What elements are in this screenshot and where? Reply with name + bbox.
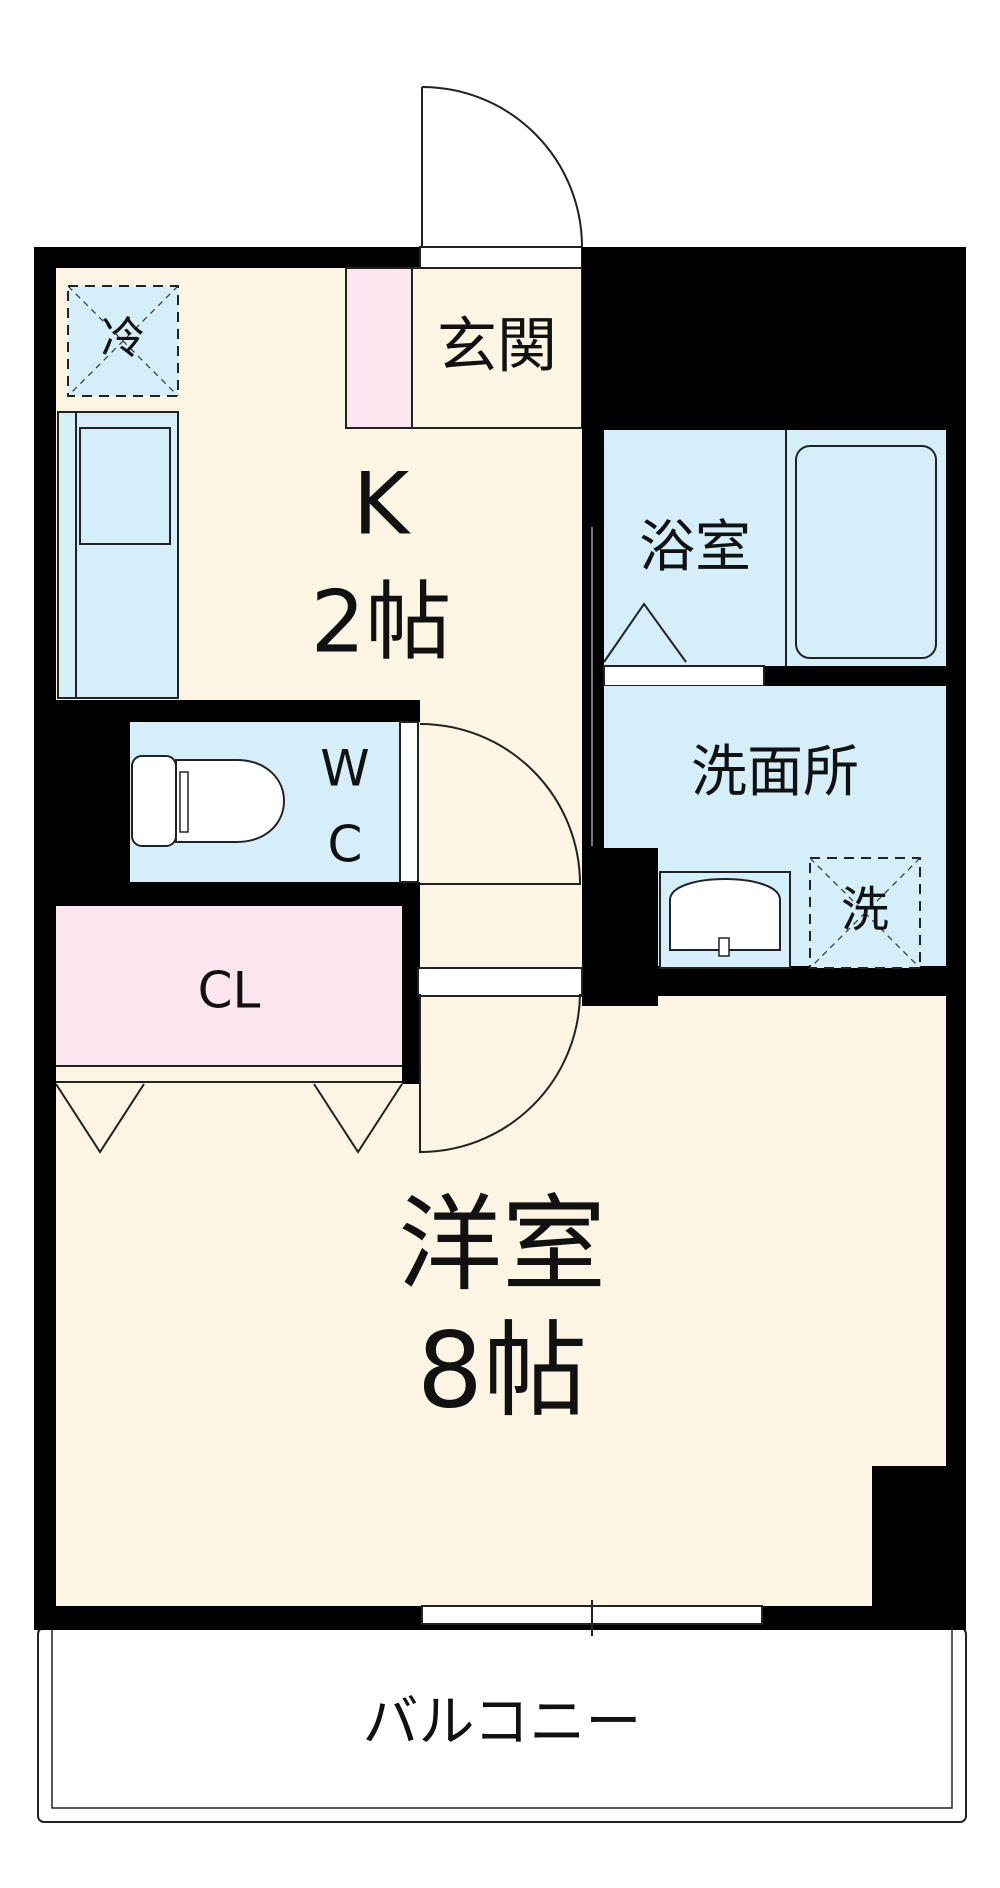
western-floor: [56, 990, 946, 1606]
sink-icon: [79, 427, 171, 545]
hall-divider-wall: [417, 967, 583, 997]
shoe-box[interactable]: [345, 267, 413, 429]
kitchen-size-label: 2帖: [311, 572, 452, 672]
kitchen-right-wall: [582, 247, 602, 527]
faucet-icon: [718, 937, 730, 957]
wc-label-w: W: [320, 740, 369, 798]
balcony-label: バルコニー: [363, 1690, 642, 1755]
washbasin-icon: [669, 878, 781, 951]
bath-right-wall: [946, 427, 966, 1007]
western-name-label: 洋室: [398, 1183, 606, 1305]
closet-door-left[interactable]: [55, 1083, 145, 1154]
western-door[interactable]: [419, 993, 581, 1154]
toilet-icon: [131, 755, 285, 847]
hall-floor: [418, 700, 582, 990]
closet-door-right[interactable]: [313, 1083, 403, 1154]
washroom-label: 洗面所: [691, 740, 859, 805]
column: [872, 1466, 966, 1630]
wc-left-wall: [34, 700, 130, 906]
bath-label: 浴室: [639, 515, 751, 580]
western-floor-upper-right: [418, 995, 946, 1015]
entrance-label: 玄関: [437, 312, 557, 382]
wc-door[interactable]: [419, 723, 582, 885]
kitchen-wc-wall: [34, 700, 420, 722]
wc-door-frame: [399, 721, 419, 883]
closet-wall-right: [402, 900, 420, 1084]
entrance-door-gap: [419, 246, 583, 269]
bathtub-icon: [795, 445, 937, 659]
western-size-label: 8帖: [417, 1309, 587, 1431]
kitchen-name-label: K: [353, 454, 412, 554]
upper-right-wall: [582, 247, 966, 427]
bath-door-opening[interactable]: [603, 665, 765, 687]
front-door[interactable]: [421, 86, 583, 248]
washer-label: 洗: [841, 882, 889, 938]
bath-door-marker: [603, 602, 687, 663]
fridge-label: 冷: [101, 313, 145, 364]
wc-label-c: C: [328, 816, 363, 874]
closet-floor: [56, 905, 402, 1065]
washroom-bottom-wall: [582, 968, 966, 996]
closet-label: CL: [198, 962, 261, 1020]
